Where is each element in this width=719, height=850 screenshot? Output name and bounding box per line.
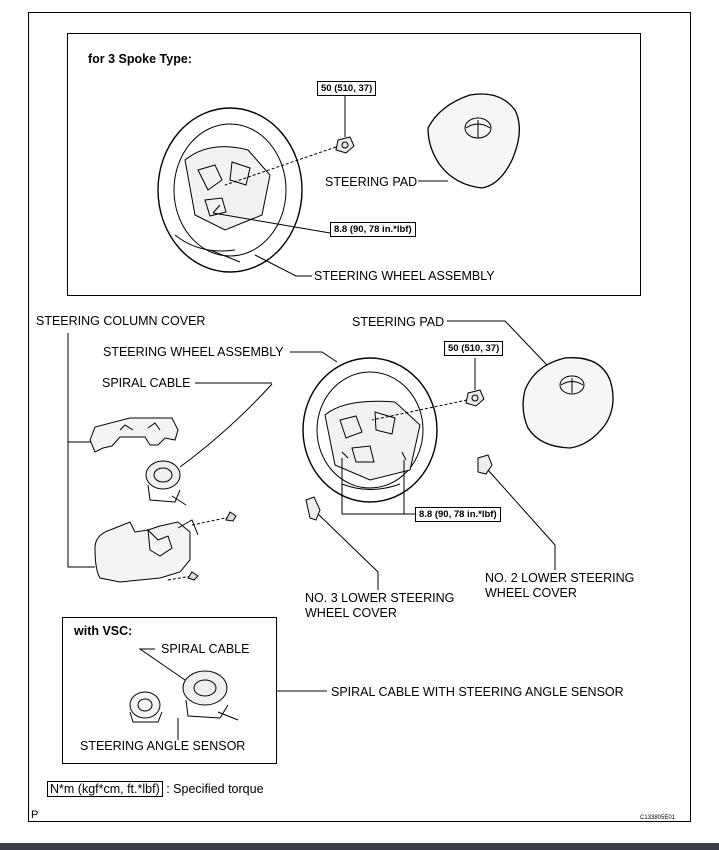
- vsc-spiral-cable-label: SPIRAL CABLE: [161, 642, 250, 656]
- steering-wheel-assembly-main-label: STEERING WHEEL ASSEMBLY: [103, 345, 284, 359]
- steering-pad-icon: [427, 93, 520, 189]
- lower-cover-icon: [477, 454, 493, 475]
- no2-lower-cover-label-1: NO. 2 LOWER STEERING: [485, 571, 635, 585]
- torque-bolt-top: 8.8 (90, 78 in.*lbf): [330, 222, 416, 237]
- legend-text: : Specified torque: [166, 782, 264, 796]
- legend-unit-box: N*m (kgf*cm, ft.*lbf): [47, 781, 163, 797]
- steering-wheel-icon: [157, 107, 303, 273]
- nut-icon: [335, 136, 355, 154]
- no2-lower-cover-label-2: WHEEL COVER: [485, 586, 577, 600]
- steering-wheel-assembly-top-label: STEERING WHEEL ASSEMBLY: [314, 269, 495, 283]
- lower-cover-icon: [305, 496, 321, 521]
- steering-pad-main-label: STEERING PAD: [352, 315, 445, 329]
- no3-lower-cover-label-1: NO. 3 LOWER STEERING: [305, 591, 455, 605]
- corner-letter: P: [31, 809, 39, 821]
- torque-nut-top: 50 (510, 37): [317, 81, 377, 96]
- nut-icon: [465, 389, 485, 407]
- steering-wheel-icon: [302, 357, 438, 503]
- steering-angle-sensor-label: STEERING ANGLE SENSOR: [80, 739, 246, 753]
- torque-nut-main: 50 (510, 37): [444, 341, 504, 356]
- steering-column-cover-label: STEERING COLUMN COVER: [36, 314, 206, 328]
- three-spoke-title: for 3 Spoke Type:: [88, 52, 192, 66]
- vsc-title: with VSC:: [74, 624, 133, 638]
- spiral-cable-icon: [182, 670, 239, 721]
- spiral-cable-with-sensor-label: SPIRAL CABLE WITH STEERING ANGLE SENSOR: [331, 685, 624, 699]
- three-spoke-box: [67, 33, 641, 296]
- torque-bolt-main: 8.8 (90, 78 in.*lbf): [415, 507, 501, 522]
- spiral-cable-icon: [145, 460, 187, 506]
- steering-pad-top-label: STEERING PAD: [325, 175, 418, 189]
- bottom-bar: [0, 843, 719, 850]
- figure-id: C133805E01: [640, 815, 676, 821]
- steering-pad-icon: [522, 357, 614, 449]
- column-cover-icon: [89, 417, 199, 583]
- angle-sensor-icon: [129, 691, 163, 723]
- spiral-cable-label: SPIRAL CABLE: [102, 376, 191, 390]
- no3-lower-cover-label-2: WHEEL COVER: [305, 606, 397, 620]
- legend: N*m (kgf*cm, ft.*lbf) : Specified torque: [47, 781, 264, 797]
- figure-frame: [28, 12, 691, 822]
